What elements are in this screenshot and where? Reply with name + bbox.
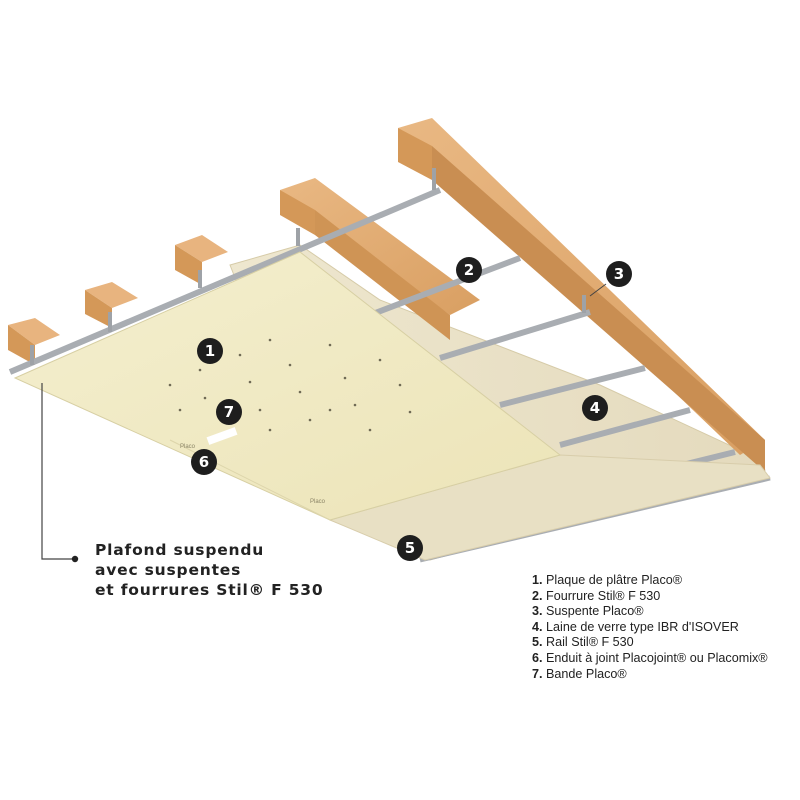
- joists: [8, 118, 765, 472]
- furring-1: [8, 187, 442, 375]
- joist-3-end: [175, 245, 202, 285]
- hanger-3: [198, 270, 202, 288]
- plasterboard: [13, 251, 562, 521]
- caption-line-1: Plafond suspendu: [95, 541, 265, 559]
- diagram-caption: Plafond suspendu avec suspentes et fourr…: [95, 540, 323, 600]
- furring-5: [559, 407, 691, 448]
- brand-mark-1: Placo: [180, 444, 196, 450]
- brand-mark-2: Placo: [310, 499, 326, 505]
- legend: 1. Plaque de plâtre Placo® 2. Fourrure S…: [532, 573, 768, 682]
- joist-5-side: [432, 146, 765, 472]
- furring-4: [499, 365, 646, 408]
- leader-line: [41, 383, 75, 560]
- joist-1-end: [8, 325, 35, 365]
- callout-6: 6: [191, 449, 217, 475]
- joint-tape: [206, 427, 238, 445]
- joist-3: [175, 235, 228, 262]
- furring-3: [439, 309, 591, 361]
- leader-3: [589, 283, 607, 297]
- callout-5: 5: [397, 535, 423, 561]
- legend-item: 5. Rail Stil® F 530: [532, 635, 634, 650]
- joist-1: [8, 318, 60, 345]
- joist-5-end: [398, 128, 432, 180]
- legend-item: 3. Suspente Placo®: [532, 604, 644, 619]
- hanger-1: [30, 345, 34, 365]
- hanger-2: [108, 312, 112, 332]
- hanger-4: [296, 228, 300, 246]
- caption-line-2: avec suspentes: [95, 561, 242, 579]
- joist-4-end: [280, 190, 315, 235]
- callout-2: 2: [456, 257, 482, 283]
- callout-4: 4: [582, 395, 608, 421]
- legend-item: 1. Plaque de plâtre Placo®: [532, 573, 683, 587]
- callout-7: 7: [216, 399, 242, 425]
- legend-item: 6. Enduit à joint Placojoint® ou Placomi…: [532, 650, 768, 665]
- legend-item: 2. Fourrure Stil® F 530: [532, 588, 661, 603]
- joist-2: [85, 282, 138, 308]
- callout-1: 1: [197, 338, 223, 364]
- joist-4: [280, 178, 480, 315]
- leader-dot: [71, 555, 79, 563]
- hanger-6: [582, 295, 586, 313]
- legend-item: 4. Laine de verre type IBR d'ISOVER: [532, 619, 739, 634]
- callout-3: 3: [606, 261, 632, 287]
- joist-4-side: [315, 210, 450, 340]
- caption-line-3: et fourrures Stil® F 530: [95, 581, 324, 599]
- joist-2-end: [85, 290, 112, 328]
- furring-2: [368, 255, 522, 318]
- legend-item: 7. Bande Placo®: [532, 666, 627, 681]
- hanger-5: [432, 168, 436, 190]
- hangers: [30, 168, 586, 365]
